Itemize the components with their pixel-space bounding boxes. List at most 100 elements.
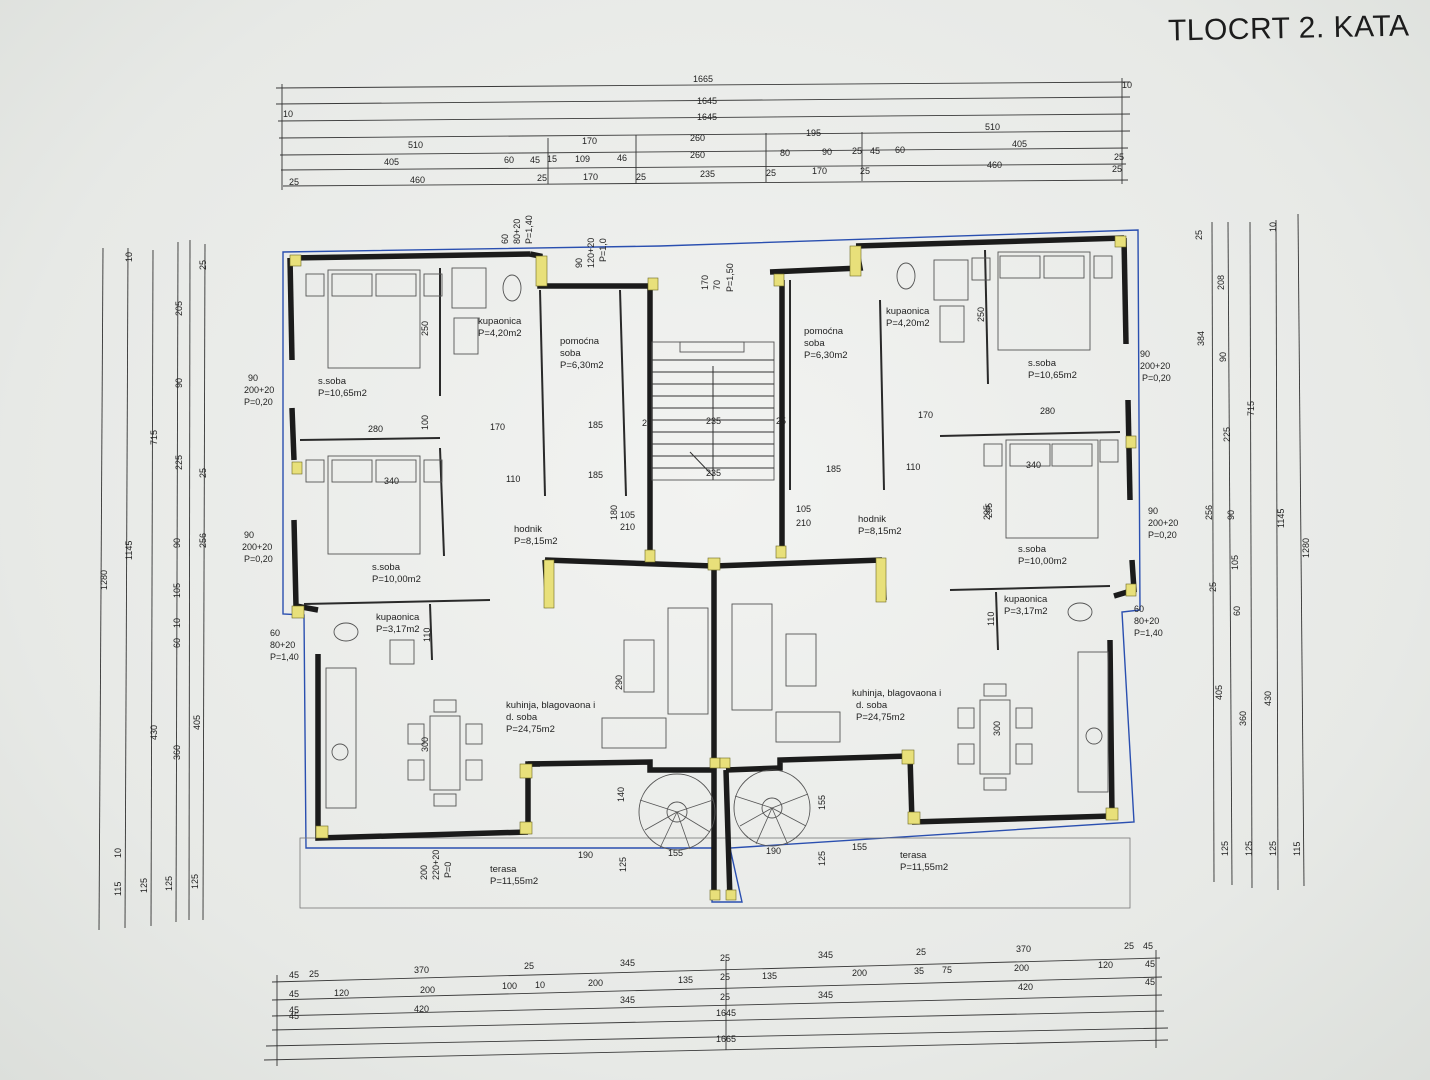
right-dim-384: 384 — [1196, 331, 1206, 346]
bottom-dim-r2-11: 75 — [942, 965, 952, 975]
bottom-dim-r1-7: 25 — [916, 947, 926, 957]
column — [519, 763, 533, 779]
column — [775, 545, 787, 559]
right-dim-25: 25 — [1194, 230, 1204, 240]
toilet — [502, 274, 522, 302]
top-dim-r6-5: 235 — [700, 169, 715, 179]
left-dim-205: 205 — [174, 301, 184, 316]
kitchen-1-name: kuhinja, blagovaona i — [506, 700, 595, 711]
bed — [327, 269, 421, 369]
right-dim-125c: 125 — [1268, 841, 1278, 856]
terrace-1-area: P=11,55m2 — [490, 876, 538, 887]
bottom-dim-r3-3: 25 — [720, 992, 730, 1002]
column — [289, 254, 302, 267]
bottom-dim-r1-3: 25 — [524, 961, 534, 971]
window-label: P=0,20 — [244, 554, 273, 564]
right-dim-60: 60 — [1232, 606, 1242, 616]
window-label: 90 — [244, 530, 254, 540]
interior-dim: 180 — [609, 505, 619, 520]
top-dim-r5-9: 25 — [852, 146, 862, 156]
column — [543, 559, 555, 609]
stairwell — [651, 341, 775, 481]
kitchen-2-name: kuhinja, blagovaona i — [852, 688, 941, 699]
left-dim-405: 405 — [192, 715, 202, 730]
interior-dim: 235 — [706, 416, 721, 426]
top-dim-r5-8: 90 — [822, 147, 832, 157]
bathroom-3-name: kupaonica — [886, 306, 930, 317]
top-dim-r5-7: 80 — [780, 148, 790, 158]
interior-dim: 140 — [616, 787, 626, 802]
column — [1125, 583, 1137, 597]
door-label: P=1,0 — [598, 238, 608, 262]
column — [1125, 435, 1137, 449]
bottom-dim-r1-2: 370 — [414, 965, 429, 975]
terrace-2-name: terasa — [900, 850, 927, 861]
interior-dim: 125 — [618, 857, 628, 872]
door-label: P=0 — [443, 862, 453, 878]
top-dim-r5-5: 46 — [617, 153, 627, 163]
left-dim-25b: 25 — [198, 468, 208, 478]
dining-table — [979, 699, 1011, 775]
right-dim-125a: 125 — [1220, 841, 1230, 856]
kitchen-counter — [325, 667, 357, 809]
interior-dim: 25 — [776, 416, 786, 426]
interior-dim: 110 — [986, 612, 996, 626]
armchair — [601, 717, 667, 749]
interior-dim: 155 — [817, 795, 827, 810]
toilet — [1067, 602, 1093, 622]
right-dimension-texts: 1280 1145 715 430 405 360 208 384 90 225… — [1194, 222, 1311, 856]
column — [644, 549, 656, 563]
bottom-dim-r1-10: 45 — [1143, 941, 1153, 951]
top-dim-r6-0: 25 — [289, 177, 299, 187]
interior-dim: 110 — [906, 462, 920, 472]
top-dim-1645: 1645 — [697, 96, 717, 106]
top-dim-r6-3: 170 — [583, 172, 598, 182]
interior-dim: 170 — [918, 410, 933, 420]
column — [707, 557, 721, 571]
bedroom-4-area: P=10,00m2 — [1018, 556, 1067, 567]
bottom-dim-r1-6: 345 — [818, 950, 833, 960]
top-dim-r6-10: 25 — [1112, 164, 1122, 174]
interior-dim: 340 — [1026, 460, 1041, 470]
top-dim-r4-0: 510 — [408, 140, 423, 150]
right-dim-125b: 125 — [1244, 841, 1254, 856]
window-label: P=0,20 — [244, 397, 273, 407]
interior-dim: 170 — [490, 422, 505, 432]
right-dim-430: 430 — [1263, 691, 1273, 706]
column — [719, 757, 731, 769]
interior-dim: 235 — [706, 468, 721, 478]
bottom-dimension-lines: 45 25 370 25 345 25 345 25 370 25 45 45 … — [263, 941, 1169, 1066]
left-dim-430: 430 — [149, 725, 159, 740]
right-dim-405: 405 — [1214, 685, 1224, 700]
bottom-dim-r1-1: 25 — [309, 969, 319, 979]
bottom-dim-r2-13: 120 — [1098, 960, 1113, 970]
sink — [453, 317, 479, 355]
walls — [287, 235, 1137, 901]
column — [773, 273, 785, 287]
left-dim-90: 90 — [174, 378, 184, 388]
top-dim-r5-6: 260 — [690, 150, 705, 160]
top-dim-r5-0: 405 — [384, 157, 399, 167]
bottom-dim-r3-6: 45 — [1145, 977, 1155, 987]
column — [519, 821, 533, 835]
window-label: 80+20 — [270, 640, 295, 650]
columns — [289, 235, 1137, 901]
interior-dim: 25 — [642, 418, 652, 428]
aux-room-2-area: P=6,30m2 — [804, 350, 848, 361]
terrace-1-name: terasa — [490, 864, 517, 875]
bottom-dim-r2-2: 200 — [420, 985, 435, 995]
column — [875, 557, 887, 603]
interior-dim: 190 — [766, 846, 781, 856]
right-dim-360: 360 — [1238, 711, 1248, 726]
interior-dim: 125 — [817, 851, 827, 866]
top-dim-r5-3: 15 — [547, 154, 557, 164]
column — [1114, 235, 1127, 248]
left-dim-1145: 1145 — [124, 541, 134, 560]
right-dim-90b: 90 — [1226, 510, 1236, 520]
bedroom-1-area: P=10,65m2 — [318, 388, 367, 399]
right-dim-715: 715 — [1246, 401, 1256, 416]
bottom-dim-r1-8: 370 — [1016, 944, 1031, 954]
bedroom-3-area: P=10,65m2 — [1028, 370, 1077, 381]
top-dim-r6-1: 460 — [410, 175, 425, 185]
shower — [933, 259, 969, 301]
